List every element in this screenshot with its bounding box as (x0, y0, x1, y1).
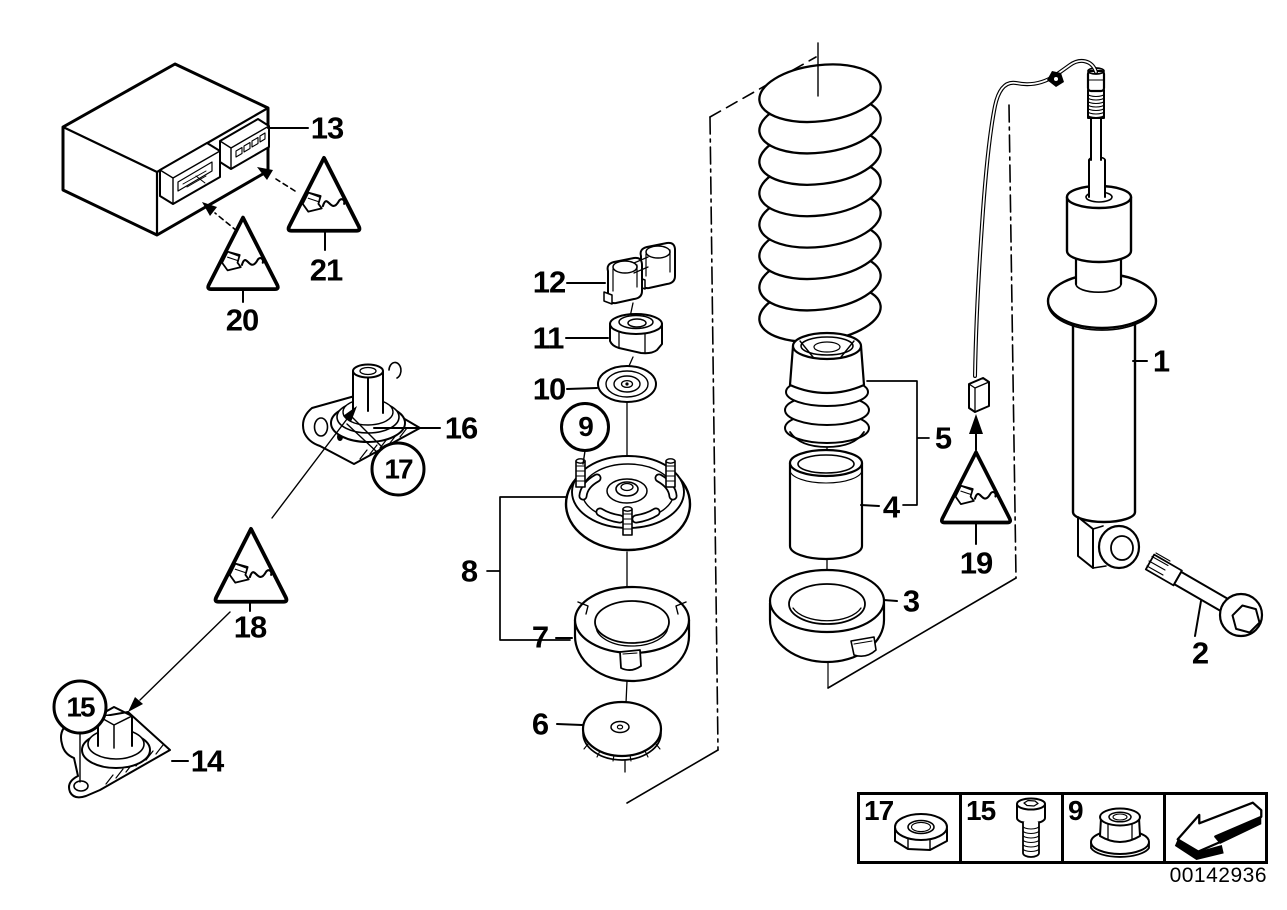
socket-head-bolt-icon (1016, 797, 1046, 858)
warning-triangle-20-icon (206, 215, 280, 291)
callout-9-circled[interactable]: 9 (560, 402, 610, 452)
callout-4[interactable]: 4 (882, 489, 900, 525)
drawing-number: 00142936 (1169, 864, 1267, 887)
callout-2[interactable]: 2 (1191, 635, 1209, 671)
warning-triangle-21-icon (286, 156, 362, 233)
legend-item-17[interactable]: 17 (860, 795, 962, 861)
fastener-legend: 17 15 9 (857, 792, 1268, 864)
callout-3[interactable]: 3 (902, 583, 920, 619)
callout-14[interactable]: 14 (190, 743, 224, 779)
protection-tube (788, 448, 864, 561)
legend-number-17: 17 (864, 795, 894, 826)
lower-spring-pad (768, 568, 886, 664)
callout-19[interactable]: 19 (959, 545, 993, 581)
callout-11[interactable]: 11 (532, 320, 565, 356)
group-boundary-lines (626, 56, 1017, 804)
legend-number-9: 9 (1068, 795, 1084, 826)
strut-support-mount (564, 455, 692, 552)
spring-strut-shock-absorber (968, 58, 1158, 570)
previous-diagram-arrow-icon (1174, 801, 1263, 860)
spring-washer (597, 365, 657, 403)
warning-triangle-19-icon (939, 450, 1013, 525)
callout-5[interactable]: 5 (934, 420, 952, 456)
reference-arrows (128, 167, 983, 712)
hex-nut-icon (894, 813, 948, 851)
callout-8[interactable]: 8 (460, 553, 478, 589)
sensor-cable (973, 58, 1098, 378)
legend-number-15: 15 (966, 795, 996, 826)
callout-20[interactable]: 20 (225, 302, 259, 338)
hex-flange-bolt (1144, 552, 1264, 638)
upper-spring-pad (573, 585, 691, 683)
callout-18[interactable]: 18 (233, 609, 267, 645)
callout-13[interactable]: 13 (310, 110, 344, 146)
leader-lines (79, 127, 1202, 783)
rubber-buffer (784, 331, 870, 448)
callout-10[interactable]: 10 (532, 371, 566, 407)
coil-spring (758, 42, 882, 343)
cable-clamp (603, 241, 676, 305)
legend-item-15[interactable]: 15 (962, 795, 1064, 861)
callout-21[interactable]: 21 (309, 252, 343, 288)
callout-15-circled[interactable]: 15 (52, 679, 108, 735)
legend-previous-diagram-button[interactable] (1166, 795, 1265, 861)
legend-item-9[interactable]: 9 (1064, 795, 1166, 861)
callout-1[interactable]: 1 (1152, 343, 1170, 379)
callout-6[interactable]: 6 (531, 706, 549, 742)
cable-plug-connector (968, 377, 990, 413)
self-locking-nut (609, 313, 663, 355)
module-connector-left (159, 142, 221, 205)
acceleration-sensor-lower (60, 706, 171, 799)
module-connector-right (219, 118, 270, 170)
callout-16[interactable]: 16 (444, 410, 478, 446)
callout-7[interactable]: 7 (531, 619, 549, 655)
warning-triangle-18-icon (213, 527, 289, 604)
callout-12[interactable]: 12 (532, 264, 566, 300)
flange-lock-nut-icon (1090, 807, 1150, 858)
callout-17-circled[interactable]: 17 (370, 441, 426, 497)
control-module (61, 62, 270, 237)
lower-cap (581, 700, 663, 762)
